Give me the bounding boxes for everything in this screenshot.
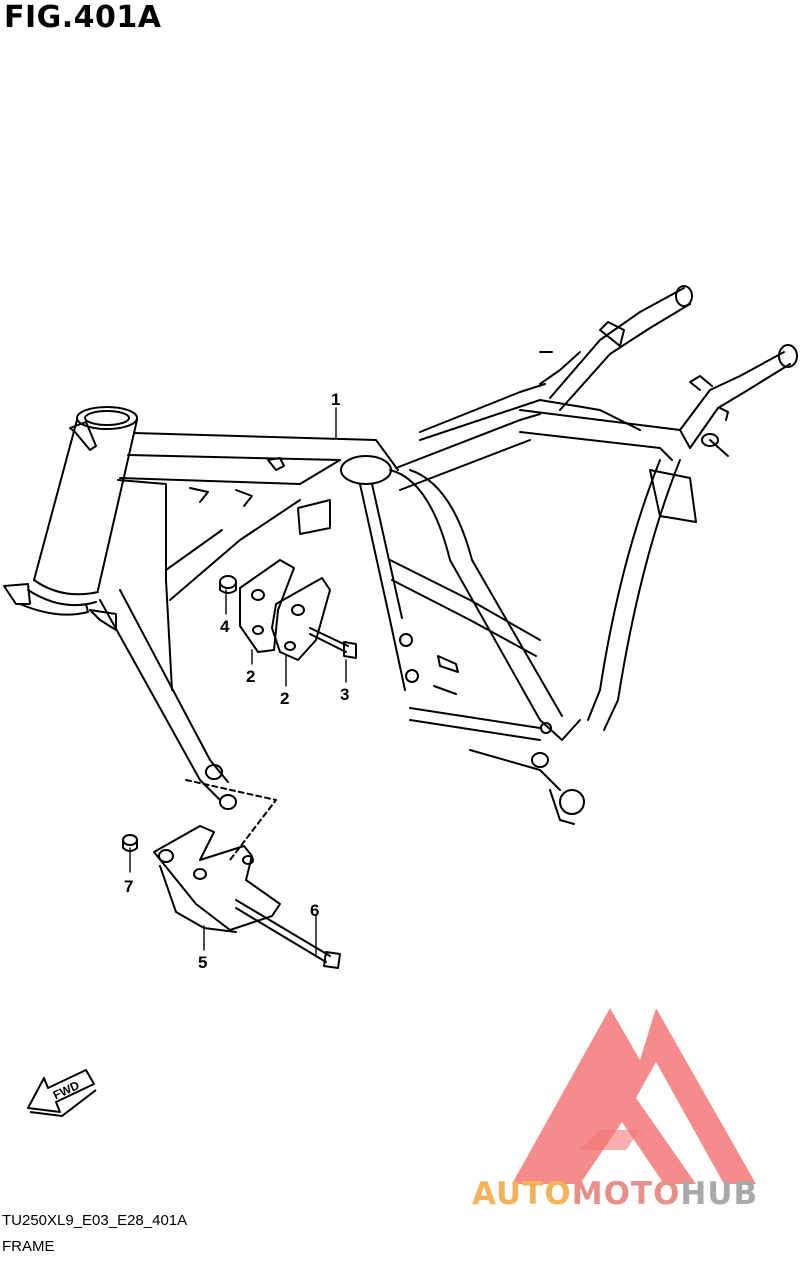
nut-4 xyxy=(219,575,237,594)
rear-frame xyxy=(340,285,798,741)
callout-4: 4 xyxy=(220,617,230,636)
leader-lines xyxy=(129,407,347,955)
watermark-part-moto: MOTO xyxy=(571,1176,681,1212)
watermark-part-hub: HUB xyxy=(680,1176,759,1212)
callout-2a: 2 xyxy=(246,667,255,686)
bolt-3 xyxy=(309,627,357,659)
callout-3: 3 xyxy=(340,685,349,704)
callout-2b: 2 xyxy=(280,689,289,708)
steering-head-tube xyxy=(3,406,138,616)
watermark-part-auto: AUTO xyxy=(472,1176,572,1212)
figure-title: FIG.401A xyxy=(4,0,162,35)
callout-7: 7 xyxy=(124,877,133,896)
engine-mount-plate-b xyxy=(271,577,331,661)
watermark-logo-icon xyxy=(512,1008,756,1184)
watermark-brand-text: AUTOMOTOHUB xyxy=(472,1176,758,1212)
callout-6: 6 xyxy=(310,901,319,920)
fwd-label: FWD xyxy=(51,1078,82,1102)
down-tube xyxy=(89,479,301,810)
figure-caption: FRAME xyxy=(2,1238,55,1255)
lower-bracket-5 xyxy=(153,779,281,933)
engine-mount-area xyxy=(189,487,585,825)
fwd-arrow-icon: FWD xyxy=(27,1069,97,1118)
figure-code: TU250XL9_E03_E28_401A xyxy=(2,1212,188,1229)
engine-mount-plate-a xyxy=(239,559,295,653)
callout-1: 1 xyxy=(331,390,340,409)
bolt-6 xyxy=(235,899,341,969)
callout-5: 5 xyxy=(198,953,207,972)
main-top-tube xyxy=(119,383,546,491)
